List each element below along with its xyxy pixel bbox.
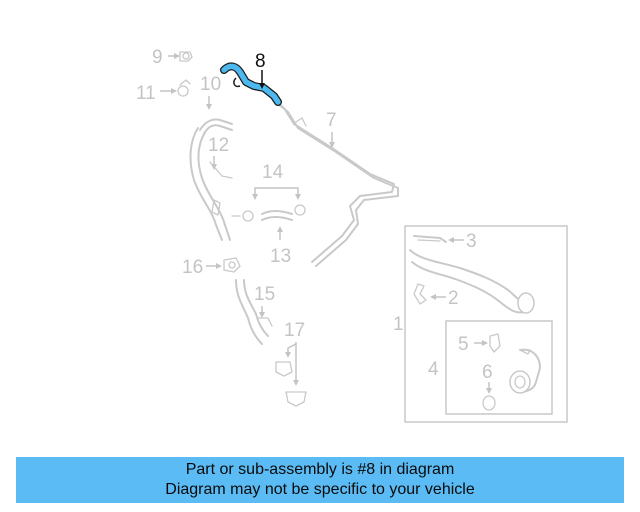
- part-15-hose: [235, 279, 273, 345]
- banner-line-1: Part or sub-assembly is #8 in diagram: [185, 461, 455, 478]
- part-5-clip: [489, 333, 501, 353]
- callout-12: 12: [208, 135, 229, 156]
- callout-10: 10: [200, 74, 221, 95]
- callout-7: 7: [326, 110, 337, 131]
- info-banner: Part or sub-assembly is #8 in diagram Di…: [16, 457, 624, 503]
- part-6-clamp: [482, 395, 496, 411]
- part-7-pipe: [267, 94, 399, 267]
- part-9-clip: [168, 51, 193, 62]
- callout-4: 4: [428, 359, 439, 380]
- assembly-4-elbow-hose: [509, 348, 541, 394]
- banner-line-2: Diagram may not be specific to your vehi…: [165, 481, 475, 498]
- callout-17: 17: [284, 320, 305, 341]
- part-2-clip: [413, 283, 427, 305]
- part-3-hose: [413, 235, 447, 243]
- callout-13: 13: [270, 246, 291, 267]
- callout-5: 5: [458, 334, 469, 355]
- part-8-hose-highlighted: [220, 62, 282, 106]
- part-11-clamp: [160, 79, 191, 97]
- callout-11: 11: [136, 83, 156, 104]
- parts-diagram: 9 11 10 12 14 13 16: [136, 47, 568, 423]
- assembly-1-box: [404, 225, 568, 423]
- callout-9: 9: [152, 47, 163, 68]
- callout-16: 16: [182, 257, 203, 278]
- callout-6: 6: [482, 362, 493, 383]
- callout-8: 8: [255, 51, 266, 72]
- part-13-hose: [261, 210, 293, 221]
- assembly-1-main-hose: [409, 249, 535, 314]
- callout-14: 14: [262, 162, 284, 183]
- callout-15: 15: [254, 284, 275, 305]
- callout-1: 1: [393, 314, 404, 335]
- part-16-clamp: [223, 257, 241, 273]
- callout-3: 3: [466, 231, 477, 252]
- part-17-clamp: [275, 361, 307, 407]
- part-14-clamps: [231, 204, 306, 222]
- callout-2: 2: [448, 288, 459, 309]
- assembly-4-box: [445, 320, 553, 415]
